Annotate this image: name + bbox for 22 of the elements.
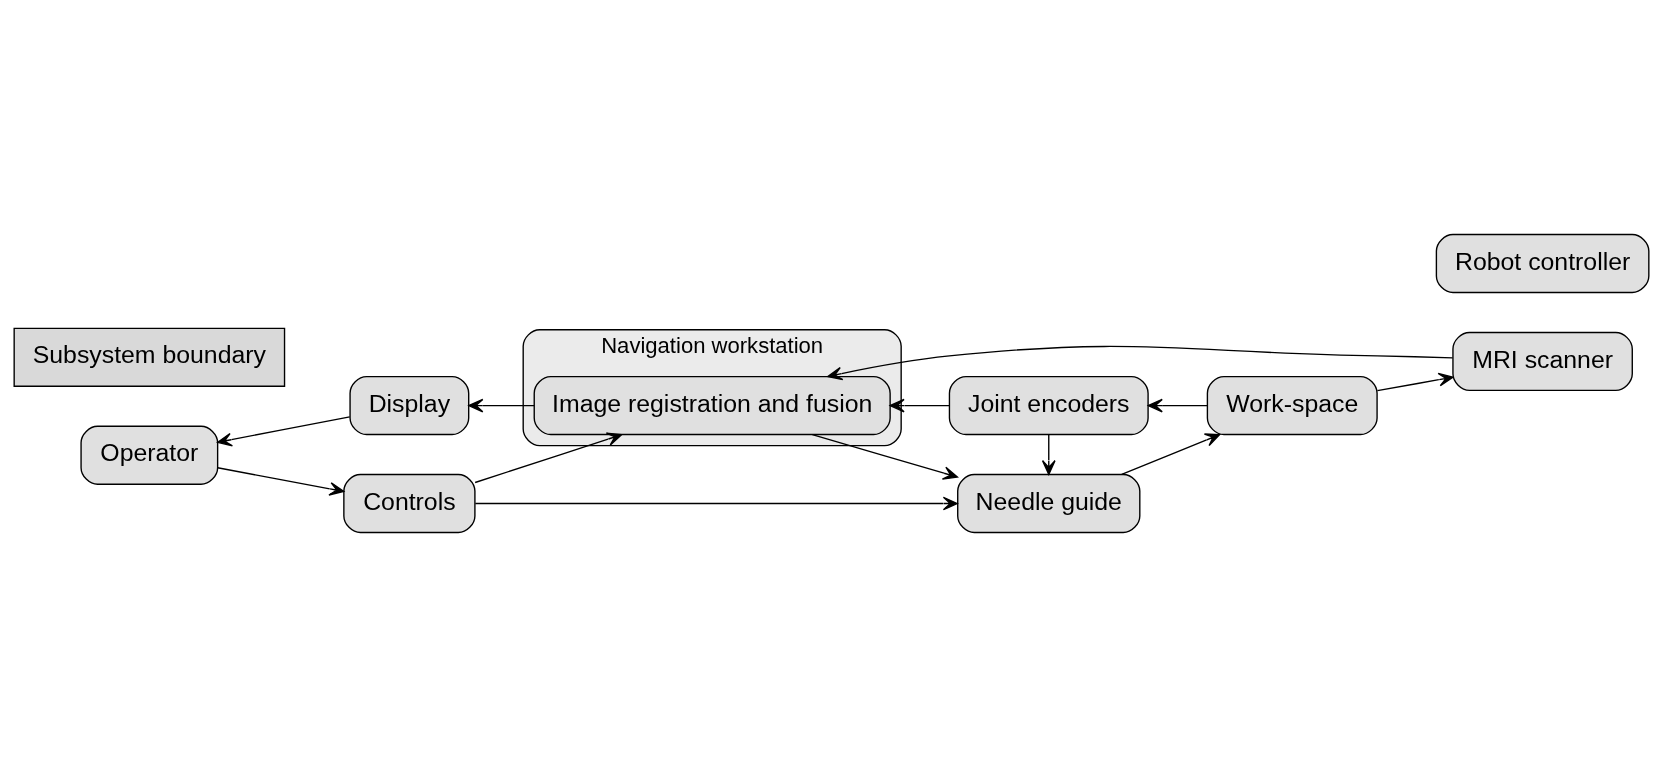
node-box: Image registration and fusion xyxy=(533,375,891,435)
node-box: Controls xyxy=(343,473,476,533)
node-box: Display xyxy=(349,375,470,435)
arrow xyxy=(216,415,351,446)
arrow xyxy=(474,431,623,483)
node-box: Robot controller xyxy=(1435,233,1650,293)
node-box: MRI scanner xyxy=(1452,331,1633,391)
node-box: Needle guide xyxy=(957,473,1141,533)
arrow xyxy=(827,345,1454,380)
arrow xyxy=(468,398,535,412)
arrow xyxy=(889,398,950,412)
arrow xyxy=(474,496,958,510)
arrow xyxy=(811,433,959,480)
arrow xyxy=(1121,432,1221,475)
node-box: Operator xyxy=(80,425,219,485)
arrow xyxy=(1376,372,1454,391)
node-box: Work-space xyxy=(1206,375,1378,435)
node-box: Subsystem boundary xyxy=(13,327,286,387)
arrow xyxy=(1147,398,1208,412)
arrow xyxy=(216,466,345,496)
arrow xyxy=(1041,433,1056,475)
node-box: Joint encoders xyxy=(948,375,1149,435)
